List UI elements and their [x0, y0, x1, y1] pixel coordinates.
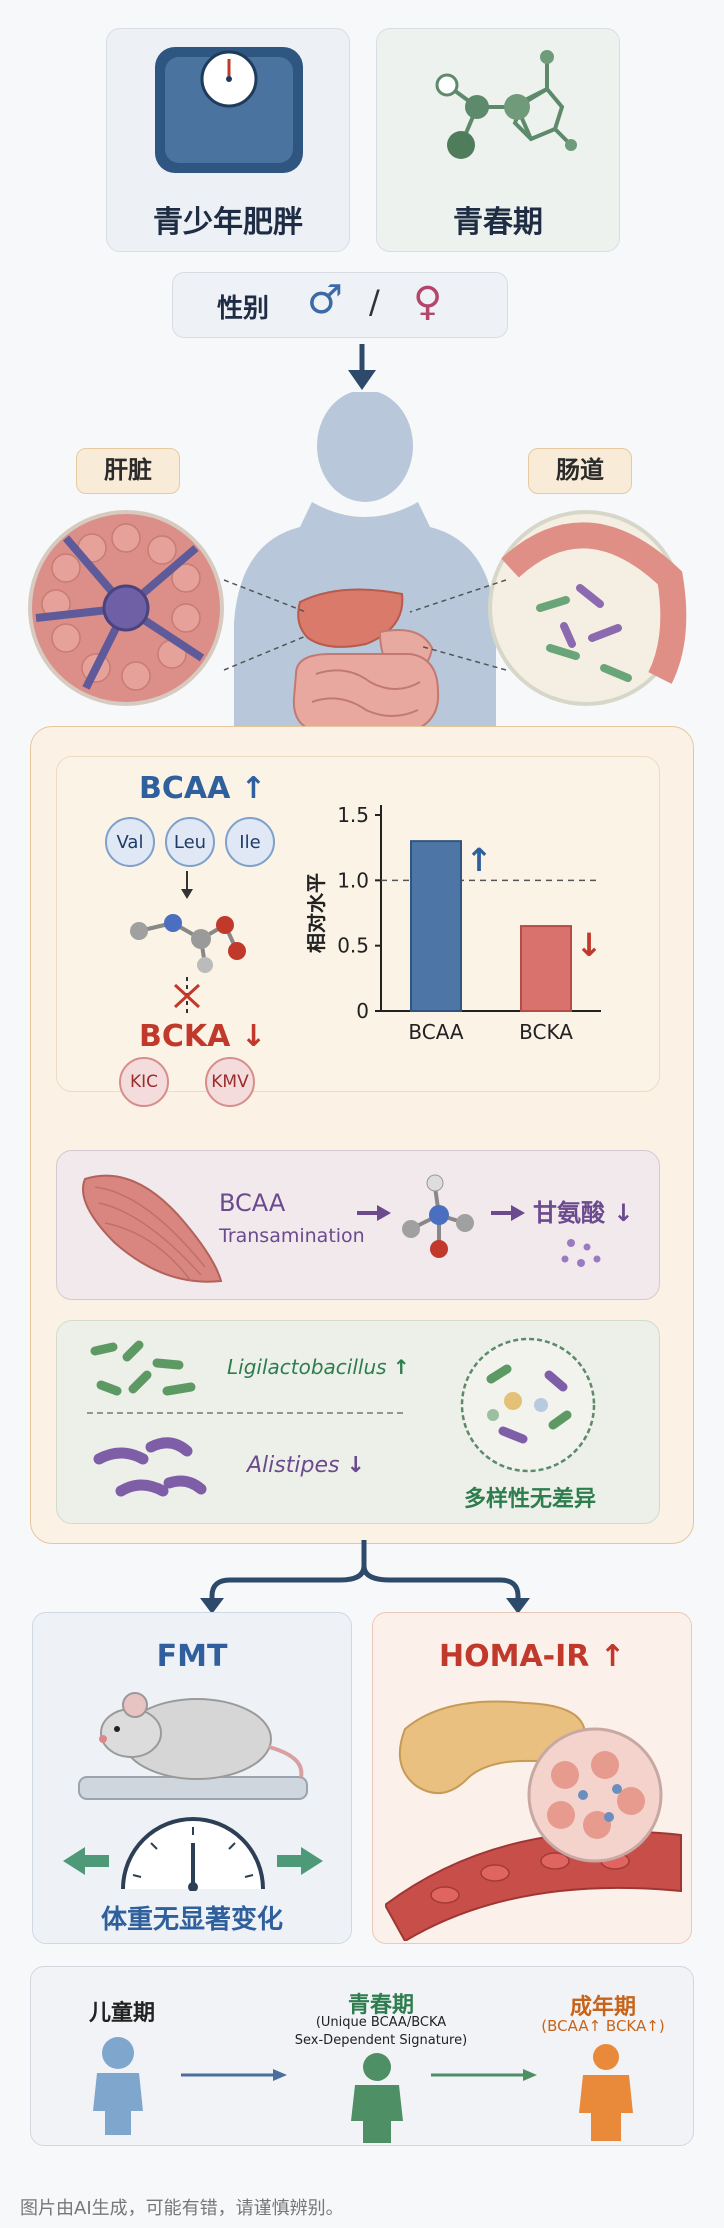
- adult-label: 成年期: [569, 1995, 636, 2020]
- puberty-stage-label: 青春期: [347, 1993, 414, 2018]
- bcaa-title: BCAA ↑: [139, 771, 266, 806]
- bar-bcaa: [410, 840, 462, 1013]
- y-axis-label: 相对水平: [307, 873, 328, 953]
- bcka-title: BCKA ↓: [139, 1019, 266, 1054]
- val-circle: Val: [105, 817, 155, 867]
- childhood-label: 儿童期: [89, 2001, 156, 2026]
- muscle-icon: [82, 1174, 223, 1283]
- gut-tag: 肠道: [528, 448, 632, 494]
- puberty-note-1: (Unique BCAA/BCKA: [315, 2015, 447, 2030]
- slash-divider: /: [369, 283, 380, 321]
- molecule-icon: [435, 50, 577, 159]
- branch-arrows: [200, 1540, 530, 1614]
- kic-circle: KIC: [119, 1057, 169, 1107]
- bar-bcka: [520, 925, 572, 1012]
- obesity-card: 青少年肥胖: [106, 28, 350, 252]
- muscle-bcaa-label: BCAA: [219, 1189, 286, 1217]
- down-arrow-icon: [348, 344, 376, 390]
- glycine-label: 甘氨酸 ↓: [533, 1199, 634, 1227]
- puberty-note-2: Sex-Dependent Signature): [294, 2033, 468, 2048]
- arrow-right-icon: [357, 1205, 391, 1221]
- weight-gauge-icon: [63, 1817, 323, 1891]
- fmt-title: FMT: [156, 1639, 228, 1674]
- diversity-label: 多样性无差异: [463, 1487, 596, 1512]
- alistipes-bacteria-icon: [93, 1437, 207, 1497]
- scale-icon: [155, 47, 303, 173]
- liver-tissue-magnified: [28, 510, 224, 706]
- bcaa-bcka-bar-chart: 0 0.5 1.0 1.5 相对水平 BCAA ↑ BCKA ↓: [307, 803, 603, 1044]
- bar-arrow: ↓: [576, 926, 603, 964]
- female-icon: ♀: [413, 279, 443, 325]
- pancreas-blood-vessel-icon: [385, 1700, 682, 1941]
- bcaa-molecule-icon: [130, 871, 246, 1017]
- male-icon: ♂: [307, 277, 343, 323]
- child-figure-icon: [93, 2037, 143, 2135]
- x-tick-label: BCKA: [519, 1020, 573, 1044]
- y-tick-label: 1.0: [337, 868, 369, 892]
- puberty-label: 青春期: [453, 205, 543, 240]
- timeline-arrow-1: [181, 2069, 287, 2081]
- timeline-arrow-2: [431, 2069, 537, 2081]
- y-tick-label: 1.5: [337, 803, 369, 827]
- homa-title: HOMA-IR ↑: [439, 1639, 625, 1674]
- ai-disclaimer: 图片由AI生成，可能有错，请谨慎辨别。: [20, 2198, 344, 2219]
- bcaa-bcka-panel: BCAA ↑ Val Leu Ile BCKA ↓ KIC KMV 0 0.5 1.…: [56, 756, 660, 1107]
- mouse-on-scale-icon: [78, 1692, 308, 1800]
- glycine-molecule-icon: [402, 1174, 474, 1258]
- x-tick-label: BCAA: [408, 1020, 464, 1044]
- y-tick-label: 0.5: [337, 934, 369, 958]
- intestine-icon: [292, 653, 440, 733]
- alistipes-label: Alistipes ↓: [247, 1453, 365, 1478]
- leu-circle: Leu: [165, 817, 215, 867]
- adult-figure-icon: [579, 2044, 633, 2141]
- ile-circle: Ile: [225, 817, 275, 867]
- ligilactobacillus-label: Ligilactobacillus ↑: [227, 1355, 410, 1379]
- human-body-silhouette: [234, 392, 496, 770]
- obesity-label: 青少年肥胖: [153, 205, 303, 240]
- teen-figure-icon: [351, 2053, 403, 2143]
- fmt-result: 体重无显著变化: [100, 1905, 283, 1935]
- homa-ir-card: HOMA-IR ↑: [372, 1612, 692, 1944]
- microbiota-panel: Ligilactobacillus ↑ Alistipes ↓ 多样性无差异: [56, 1320, 660, 1524]
- divider-line: [87, 1412, 407, 1414]
- sex-box: 性别 ♂ / ♀: [172, 272, 508, 338]
- puberty-card: 青春期: [376, 28, 620, 252]
- kmv-circle: KMV: [205, 1057, 255, 1107]
- gut-tissue-magnified: [488, 510, 687, 706]
- bar-arrow: ↑: [466, 841, 493, 879]
- ligilactobacillus-bacteria-icon: [90, 1340, 196, 1396]
- microbiome-diversity-icon: [460, 1337, 596, 1473]
- glycine-dots-icon: [561, 1239, 601, 1267]
- sex-label: 性别: [217, 294, 270, 324]
- muscle-panel: BCAA Transamination 甘氨酸 ↓: [56, 1150, 660, 1300]
- adult-note: (BCAA↑ BCKA↑): [541, 2017, 665, 2035]
- y-tick-label: 0: [356, 999, 369, 1023]
- liver-tag: 肝脏: [76, 448, 180, 494]
- fmt-card: FMT 体重无显著变化: [32, 1612, 352, 1944]
- life-stage-timeline: 儿童期 青春期 (Unique BCAA/BCKA Sex-Dependent …: [30, 1966, 694, 2146]
- transamination-label: Transamination: [219, 1225, 365, 1247]
- liver-icon: [297, 588, 404, 648]
- magnify-connector-lines: [223, 579, 507, 671]
- arrow-right-icon-2: [491, 1205, 525, 1221]
